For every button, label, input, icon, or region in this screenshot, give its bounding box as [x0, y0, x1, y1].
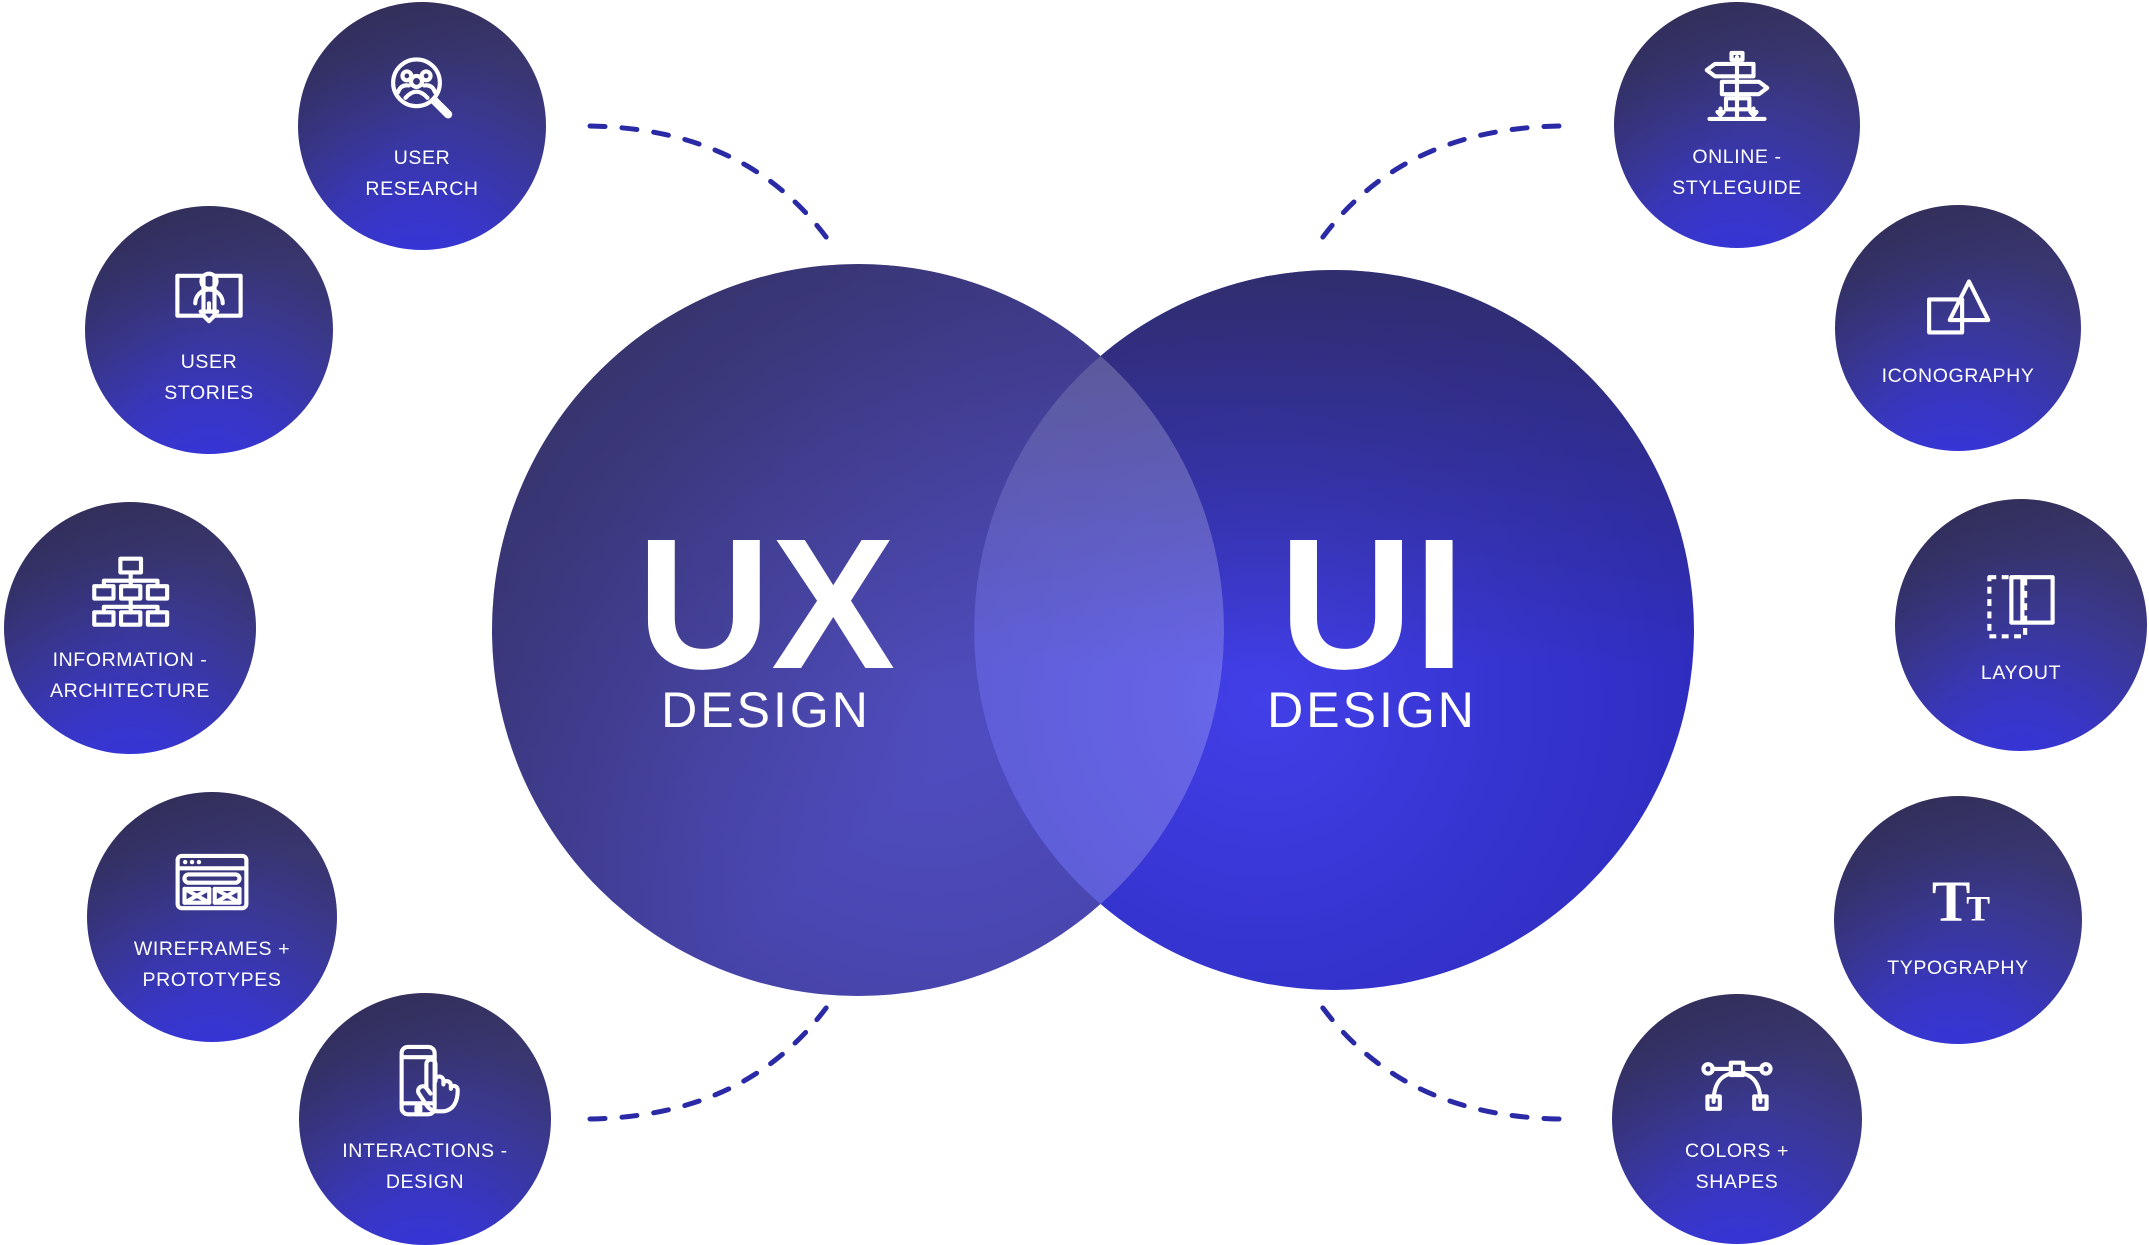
layout-columns-icon [1987, 574, 2055, 638]
phone-tap-icon [399, 1044, 460, 1117]
ux-subtitle: DESIGN [661, 682, 871, 738]
satellite-label: STORIES [164, 382, 254, 404]
satellite-label: INFORMATION - [52, 649, 208, 671]
ui-title-block: UI DESIGN [1162, 501, 1582, 738]
connector-bottom-right [1312, 994, 1562, 1122]
satellite-label: ARCHITECTURE [50, 680, 210, 702]
typography-Tt-icon: T T [1932, 870, 1990, 933]
satellite-wireframes-prototypes: WIREFRAMES + PROTOTYPES [87, 792, 337, 1042]
satellite-user-research: USER RESEARCH [298, 2, 546, 250]
satellite-colors-shapes: COLORS + SHAPES [1612, 994, 1862, 1244]
overlap-lens [974, 356, 1224, 904]
connector-bottom-left [587, 994, 837, 1122]
satellite-information-architecture: INFORMATION - ARCHITECTURE [4, 502, 256, 754]
square-triangle-icon [1927, 278, 1991, 334]
user-research-magnifier-icon [391, 57, 453, 119]
satellite-user-stories: USER STORIES [85, 206, 333, 454]
satellite-interactions-design: INTERACTIONS - DESIGN [299, 993, 551, 1245]
satellite-label: SHAPES [1695, 1171, 1779, 1193]
connector-top-right [1312, 123, 1562, 251]
satellite-label: USER [393, 147, 451, 169]
ui-subtitle: DESIGN [1267, 682, 1477, 738]
sitemap-icon [92, 556, 170, 627]
ux-title-block: UX DESIGN [556, 501, 976, 738]
user-stories-book-icon [175, 271, 243, 324]
satellite-online-styleguide: ONLINE - STYLEGUIDE [1614, 2, 1860, 248]
satellite-label: USER [180, 351, 238, 373]
ui-title: UI [1279, 501, 1465, 708]
svg-text:T: T [1966, 888, 1990, 928]
ui-circle-shade [974, 270, 1694, 990]
satellite-label: LAYOUT [1980, 661, 2062, 684]
svg-text:T: T [1932, 870, 1971, 933]
satellite-label: WIREFRAMES + [133, 938, 291, 960]
satellite-label: TYPOGRAPHY [1887, 956, 2029, 979]
connector-top-left [587, 123, 837, 251]
satellite-label: RESEARCH [365, 178, 479, 200]
satellite-label: COLORS + [1685, 1140, 1789, 1162]
satellite-label: ICONOGRAPHY [1881, 364, 2035, 387]
satellite-label: INTERACTIONS - [342, 1140, 508, 1162]
satellite-iconography: ICONOGRAPHY [1835, 205, 2081, 451]
signpost-icon [1704, 50, 1770, 121]
satellite-label: DESIGN [385, 1171, 465, 1193]
ux-title: UX [636, 501, 896, 708]
satellite-typography: T T TYPOGRAPHY [1834, 796, 2082, 1044]
wireframe-browser-icon [175, 853, 249, 911]
satellite-label: STYLEGUIDE [1672, 177, 1802, 199]
satellite-layout: LAYOUT [1895, 499, 2147, 751]
satellite-label: PROTOTYPES [142, 969, 282, 991]
satellite-label: ONLINE - [1692, 146, 1782, 168]
bezier-curve-icon [1701, 1060, 1773, 1111]
